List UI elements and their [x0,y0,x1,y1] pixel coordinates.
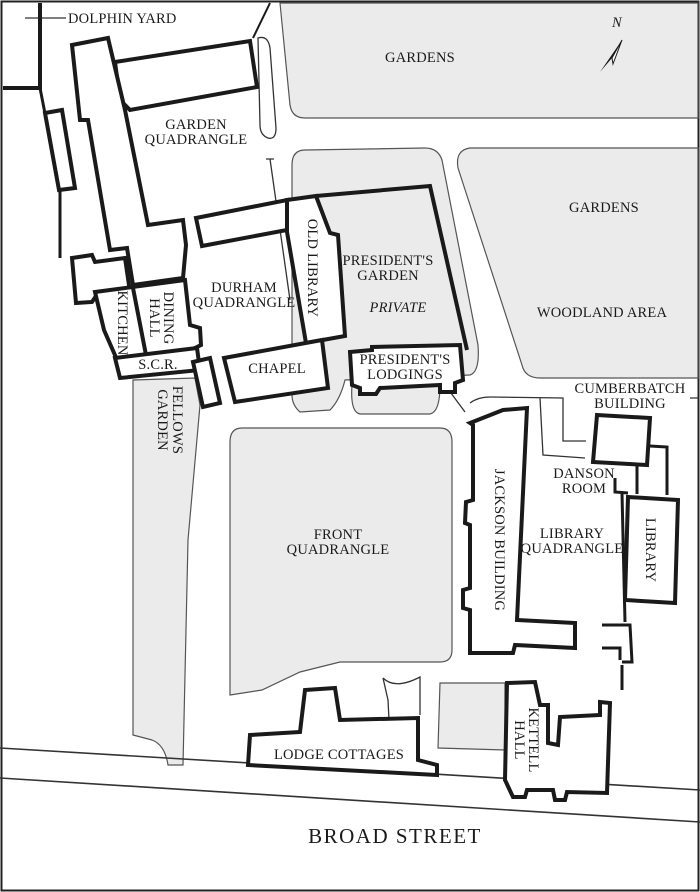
north-label: N [611,15,623,31]
label-garden-quadrangle-2: QUADRANGLE [145,132,248,148]
north-wall [252,2,271,39]
label-front-quadrangle-2: QUADRANGLE [287,542,390,558]
west-outbuilding [42,107,78,193]
label-gardens-east: GARDENS [569,200,639,216]
presidents-garden-wall [315,183,469,351]
fellows-garden-area [132,377,201,766]
label-lodge-cottages: LODGE COTTAGES [274,747,404,763]
library-building [622,494,681,606]
label-cumberbatch-1: CUMBERBATCH [575,381,686,397]
label-library: LIBRARY [642,518,658,583]
label-danson-room-2: ROOM [562,481,606,497]
label-dolphin-yard: DOLPHIN YARD [68,11,177,27]
label-presidents-garden-2: GARDEN [357,268,419,284]
label-danson-room-1: DANSON [553,466,615,482]
kettell-courtyard-area [437,682,506,751]
label-library-quadrangle-1: LIBRARY [540,526,605,542]
front-quadrangle-area [229,427,453,696]
rounded-bed [257,36,277,139]
presidents-lodgings-building [347,342,466,396]
library-quadrangle-boundary [602,492,634,690]
garden-quadrangle-west-range [69,35,189,288]
label-private: PRIVATE [369,300,427,316]
label-kitchen: KITCHEN [114,290,130,355]
label-presidents-lodgings-1: PRESIDENT'S [359,352,450,368]
label-jackson-building: JACKSON BUILDING [491,469,507,611]
fellows-passage-building [190,355,223,410]
kitchen-hall-divider [131,287,148,356]
label-fellows-garden-2: GARDEN [154,389,170,451]
gardens-east-area [456,147,699,379]
label-scr: S.C.R. [138,357,177,373]
label-broad-street: BROAD STREET [308,824,482,848]
label-presidents-lodgings-2: LODGINGS [367,367,443,383]
label-gardens-north: GARDENS [385,50,455,66]
lodge-cottages-building [245,685,439,778]
label-cumberbatch-2: BUILDING [594,396,666,412]
label-old-library: OLD LIBRARY [304,219,320,318]
old-library-building [285,193,348,346]
label-presidents-garden-1: PRESIDENT'S [342,253,433,269]
cumberbatch-paths [444,384,698,459]
street-edge-south [0,777,700,823]
label-kettell-hall-1: KETTELL [525,707,541,772]
chapel-building [221,337,331,405]
label-chapel: CHAPEL [248,361,306,377]
label-dining-hall-2: HALL [146,298,162,337]
label-durham-quadrangle-1: DURHAM [211,280,277,296]
label-dining-hall-1: DINING [160,292,176,345]
label-library-quadrangle-2: QUADRANGLE [521,541,624,557]
label-fellows-garden-1: FELLOWS [169,386,185,454]
cumberbatch-building [590,412,653,468]
north-arrow-icon: N [600,15,623,72]
label-kettell-hall-2: HALL [511,720,527,759]
label-durham-quadrangle-2: QUADRANGLE [193,295,296,311]
jackson-building [461,405,577,655]
gardens-north-area [279,2,699,119]
label-garden-quadrangle-1: GARDEN [165,117,227,133]
label-woodland-area: WOODLAND AREA [537,305,668,321]
label-front-quadrangle-1: FRONT [314,527,363,543]
cumberbatch-links [613,444,669,495]
kettell-hall-building [502,679,613,802]
